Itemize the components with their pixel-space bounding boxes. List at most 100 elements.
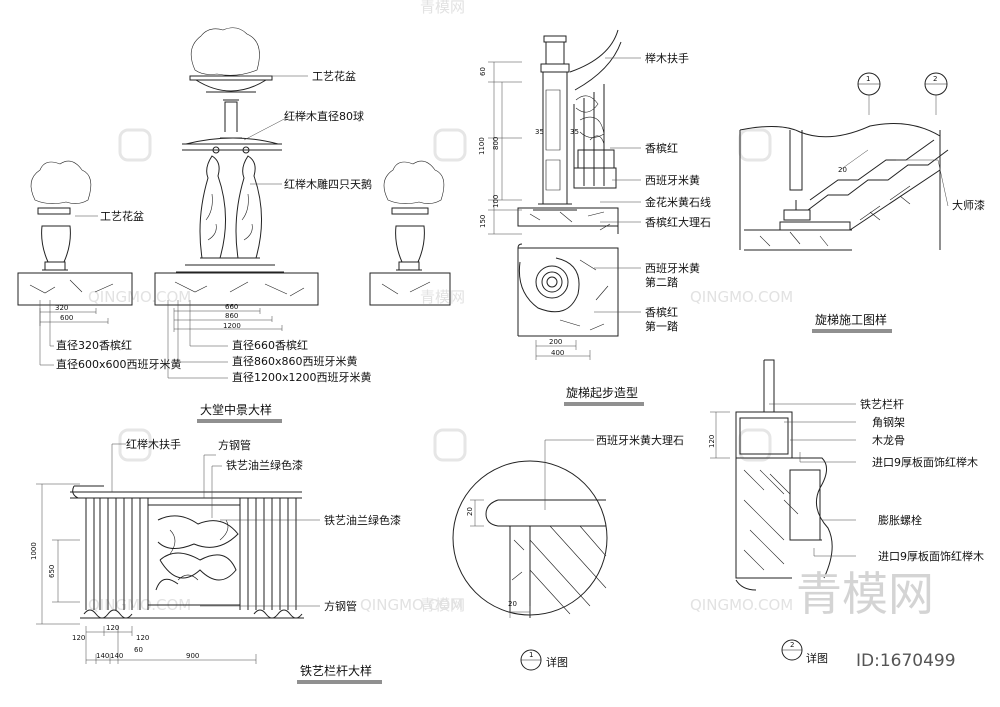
lobby-title: 大堂中景大样 (200, 402, 272, 417)
label-champagne-red: 香槟红 (645, 141, 678, 155)
note-600: 直径600x600西班牙米黄 (56, 357, 182, 371)
dim-650: 650 (48, 565, 56, 578)
center-base (154, 272, 319, 306)
detail-2-title: 详图 (806, 651, 828, 665)
newel-post (533, 35, 577, 211)
detail-2: 120 铁艺栏杆 角钢架 木龙骨 进口9厚板面饰红榉木 膨胀螺栓 进口9厚板面饰… (708, 359, 984, 665)
stair-plan (517, 243, 619, 337)
left-pot (37, 207, 71, 271)
detail-2-frame (735, 411, 793, 459)
right-pot (391, 207, 429, 271)
note-860: 直径860x860西班牙米黄 (232, 354, 358, 368)
right-base (369, 272, 451, 306)
label-expansion-bolt: 膨胀螺栓 (878, 513, 922, 527)
label-square-tube-bottom: 方钢管 (324, 599, 357, 613)
rail-title: 铁艺栏杆大样 (300, 663, 372, 678)
dim-140a: 140 (96, 652, 109, 660)
image-id: ID:1670499 (856, 651, 956, 671)
label-master-lacquer: 大师漆 (952, 198, 985, 212)
brand-watermark: 青模网 (796, 567, 934, 621)
marker-1-num: 1 (866, 75, 870, 83)
label-paint-1: 铁艺油兰绿色漆 (226, 458, 303, 472)
dim-20b-detail1: 20 (508, 600, 517, 608)
dim-60-rail: 60 (134, 646, 143, 654)
label-iron-railing: 铁艺栏杆 (860, 397, 904, 411)
dim-900: 900 (186, 652, 199, 660)
break-outline (739, 123, 941, 250)
stair-construct-title: 旋梯施工图样 (815, 312, 887, 327)
label-champagne-marble: 香槟红大理石 (645, 215, 711, 229)
detail-2-expansion-bolt (789, 469, 821, 541)
watermark-text: QINGMO.COM (690, 596, 793, 614)
fountain-stem (220, 99, 242, 139)
dim-1200: 1200 (223, 322, 241, 330)
iron-railing-elevation: 红榉木扶手 方钢管 铁艺油兰绿色漆 铁艺油兰绿色漆 方钢管 1000 650 1… (30, 437, 401, 684)
label-beech-board-2: 进口9厚板面饰红榉木 (878, 549, 984, 563)
label-pot-top: 工艺花盆 (312, 69, 356, 83)
dim-120-detail2: 120 (708, 435, 716, 448)
dim-120b: 120 (106, 624, 119, 632)
dim-1100: 1100 (478, 137, 486, 155)
note-1200: 直径1200x1200西班牙米黄 (232, 370, 372, 384)
watermark-text: QINGMO.COM (360, 596, 463, 614)
dim-35b: 35 (570, 128, 579, 136)
section-stair-slab (809, 139, 941, 231)
label-ball: 红榉木直径80球 (284, 109, 364, 123)
stair-steps (517, 149, 619, 234)
label-gold-stone-line: 金花米黄石线 (645, 195, 711, 209)
dim-20-section: 20 (838, 166, 847, 174)
dim-860: 860 (225, 312, 238, 320)
dim-35a: 35 (535, 128, 544, 136)
stair-start-elevation: 60 1100 800 35 35 100 150 200 400 榉木扶手 香… (478, 29, 711, 406)
dim-600: 600 (60, 314, 73, 322)
dim-150: 150 (479, 215, 487, 228)
detail-2-marker-num: 2 (790, 641, 794, 649)
label-pot-left: 工艺花盆 (100, 209, 144, 223)
railing-pickets (85, 498, 297, 610)
fountain-top-bowl (189, 75, 273, 93)
watermark-text: 青模网 (420, 596, 465, 614)
dim-800: 800 (492, 137, 500, 150)
lobby-elevation: 工艺花盆 红榉木直径80球 红榉木雕四只天鹅 工艺花盆 320 600 660 … (17, 27, 451, 423)
detail-1-title: 详图 (546, 655, 568, 669)
detail-1-stone (485, 499, 606, 618)
label-beech-handrail: 榉木扶手 (645, 51, 689, 65)
label-first-step: 香槟红第一踏 (645, 305, 678, 333)
right-plant (383, 160, 445, 204)
dim-1000: 1000 (30, 542, 38, 560)
watermark-text: 青模网 (420, 288, 465, 306)
note-320: 直径320香槟红 (56, 338, 132, 352)
watermark-text: QINGMO.COM (690, 288, 793, 306)
label-spanish-beige: 西班牙米黄 (645, 173, 700, 187)
watermark-text: 青模网 (420, 0, 465, 16)
dim-60: 60 (479, 67, 487, 76)
label-swans: 红榉木雕四只天鹅 (284, 177, 372, 191)
watermark-text: QINGMO.COM (88, 288, 191, 306)
detail-1: 20 20 西班牙米黄大理石 1 详图 (452, 433, 684, 671)
dim-400: 400 (551, 349, 564, 357)
dim-100: 100 (492, 195, 500, 208)
dim-120a: 120 (72, 634, 85, 642)
dim-200: 200 (549, 338, 562, 346)
detail-2-rail-post (763, 359, 775, 412)
fountain-bowl (182, 137, 282, 151)
left-plant (30, 160, 92, 204)
center-plant (190, 27, 260, 76)
marker-2-num: 2 (933, 75, 937, 83)
dim-320: 320 (55, 304, 68, 312)
dim-660: 660 (225, 303, 238, 311)
detail-1-marker-num: 1 (529, 651, 533, 659)
railing-scroll (155, 515, 239, 591)
section-post (783, 130, 811, 221)
label-second-step: 西班牙米黄第二踏 (645, 261, 700, 289)
dim-120c: 120 (136, 634, 149, 642)
label-wood-keel: 木龙骨 (872, 434, 905, 447)
detail-2-section (735, 457, 833, 591)
label-angle-steel: 角钢架 (872, 416, 905, 429)
label-square-tube-top: 方钢管 (218, 438, 251, 452)
swan-carvings (199, 155, 262, 259)
watermark-layer: QINGMO.COM 青模网 QINGMO.COM QINGMO.COM 青模网… (88, 0, 793, 614)
stair-rail-curve (569, 29, 622, 186)
label-marble: 西班牙米黄大理石 (596, 433, 684, 447)
